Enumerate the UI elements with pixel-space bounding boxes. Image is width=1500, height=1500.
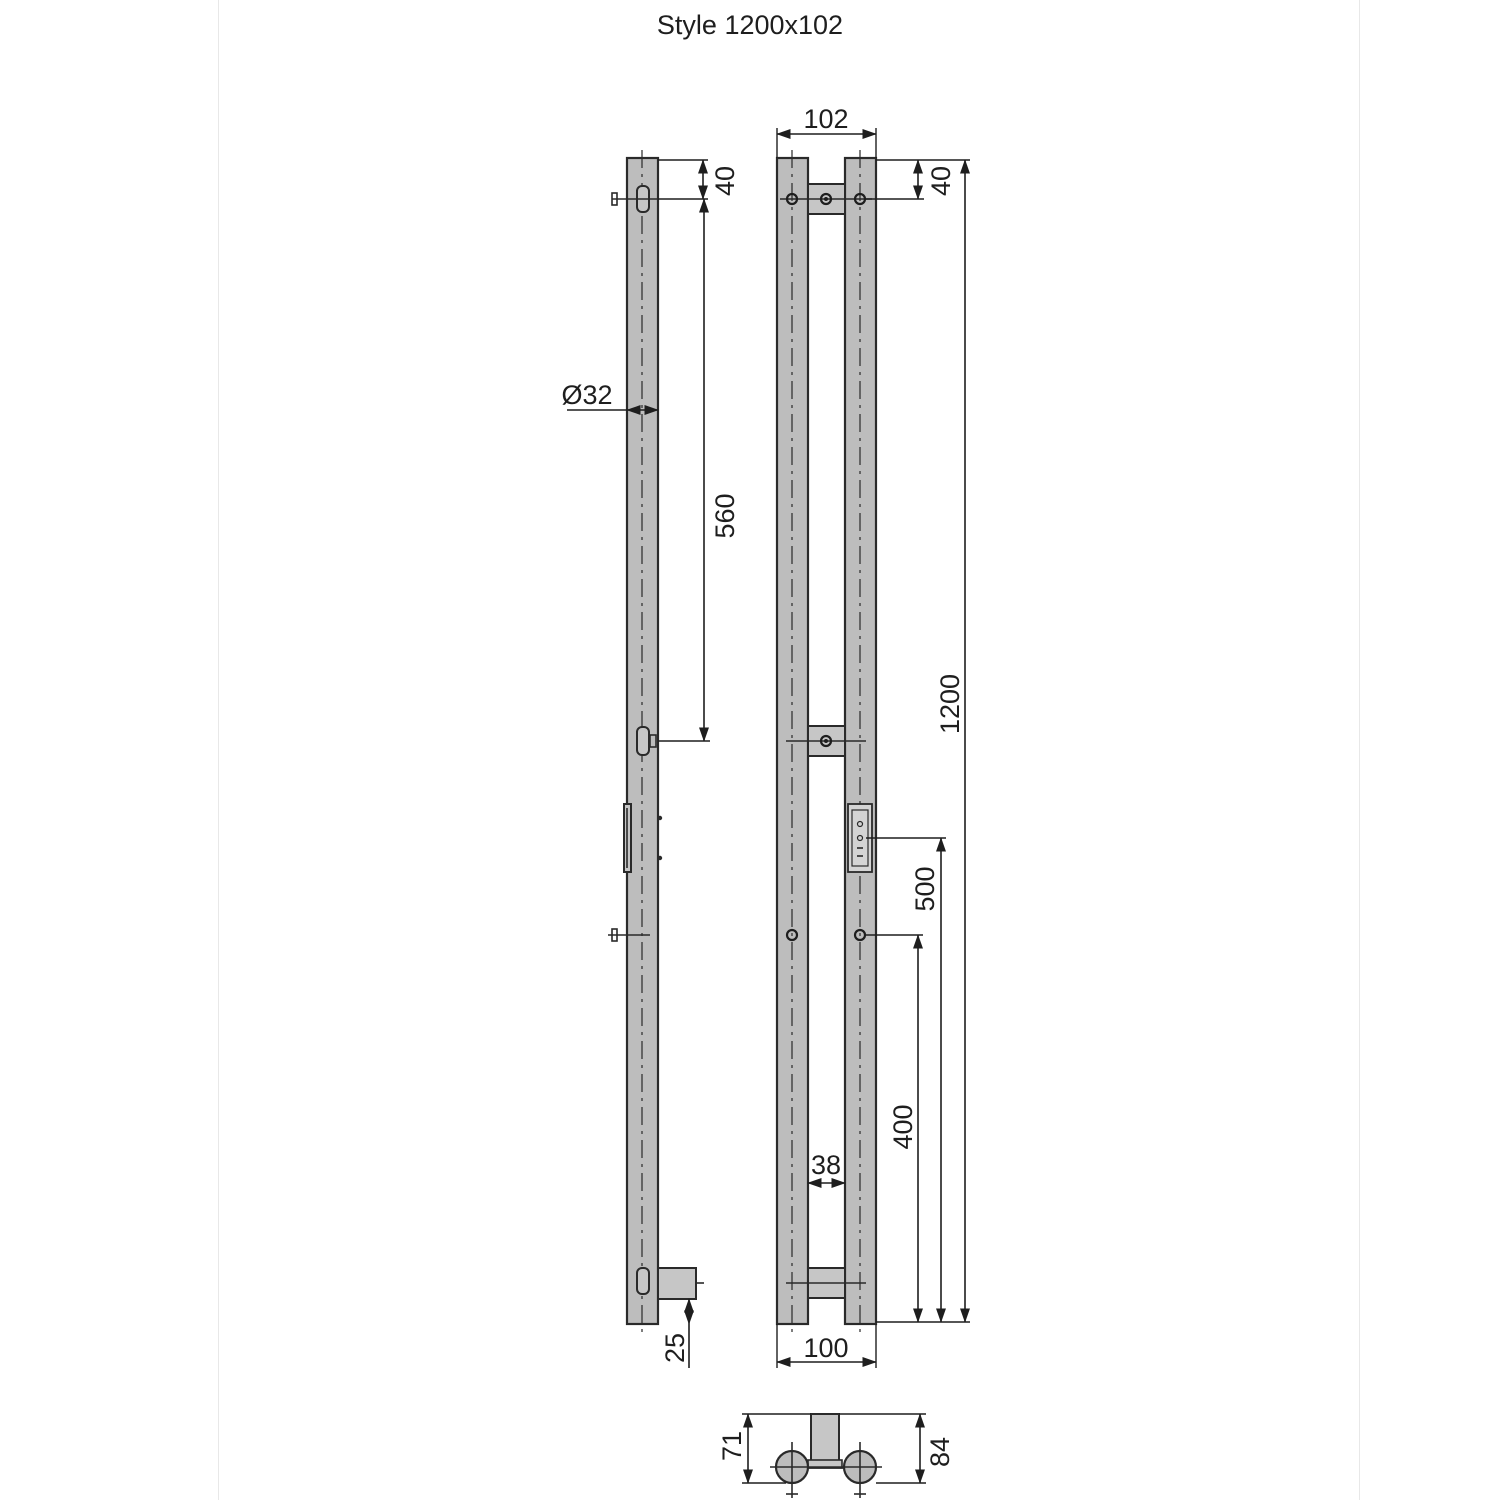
front-view: 102 100 38 40 1200 500 400 bbox=[775, 104, 971, 1368]
dim-switch-height: 500 bbox=[910, 866, 940, 911]
top-wall-bracket bbox=[810, 1413, 840, 1467]
dim-rail-gap: 38 bbox=[811, 1150, 841, 1180]
side-lower-fixing bbox=[608, 928, 650, 942]
dim-width-bottom: 100 bbox=[803, 1333, 848, 1363]
dim-lower-fixing-height: 400 bbox=[888, 1104, 918, 1149]
dim-total-depth: 84 bbox=[925, 1437, 955, 1467]
page-border-left bbox=[218, 0, 219, 1500]
side-top-bracket bbox=[611, 185, 658, 213]
page-border-right bbox=[1359, 0, 1360, 1500]
dim-width-top: 102 bbox=[803, 104, 848, 134]
side-view: 40 560 Ø32 25 bbox=[561, 150, 740, 1368]
dim-bottom-offset: 25 bbox=[660, 1333, 690, 1363]
side-middle-bracket bbox=[636, 726, 657, 756]
side-bottom-bracket bbox=[636, 1267, 704, 1300]
front-top-bracket bbox=[780, 183, 872, 215]
dim-bracket-spacing: 560 bbox=[710, 493, 740, 538]
top-view: 71 84 bbox=[717, 1413, 955, 1498]
front-lower-fixing bbox=[785, 928, 867, 942]
dim-side-top-offset: 40 bbox=[710, 166, 740, 196]
drawing-title: Style 1200x102 bbox=[656, 10, 844, 40]
dim-total-height: 1200 bbox=[935, 674, 965, 734]
front-bottom-bracket bbox=[786, 1267, 866, 1299]
dim-bracket-depth: 71 bbox=[717, 1431, 747, 1461]
side-switch bbox=[623, 803, 663, 873]
front-middle-bracket bbox=[786, 725, 866, 757]
dim-front-top-offset: 40 bbox=[926, 166, 956, 196]
dim-tube-diameter: Ø32 bbox=[561, 380, 612, 410]
